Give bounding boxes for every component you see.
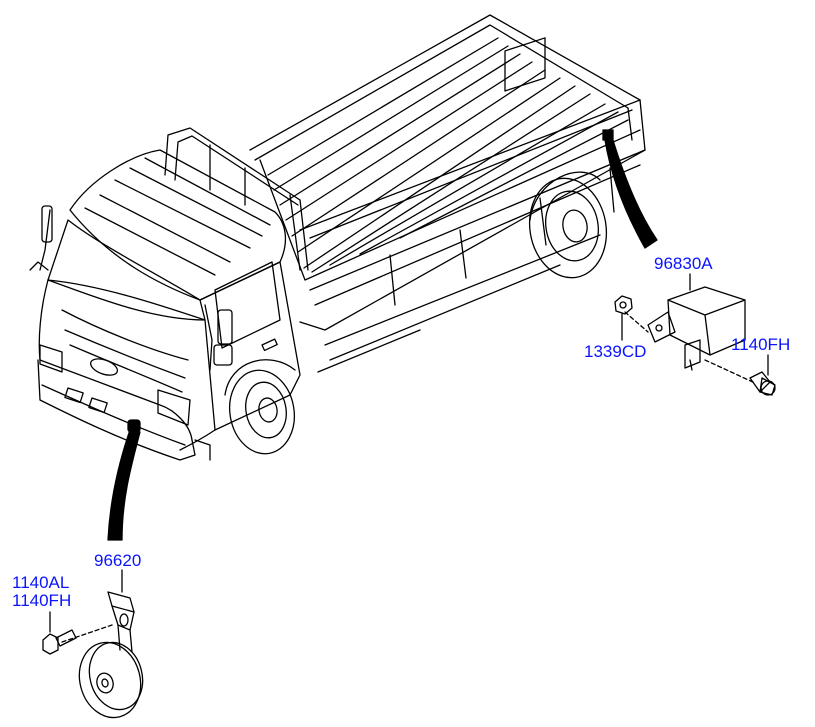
horn-part (42, 569, 144, 719)
cargo-bed (249, 14, 646, 373)
part-label-1140fh-left[interactable]: 1140FH (12, 591, 72, 610)
truck-illustration (29, 14, 646, 461)
part-label-96830a[interactable]: 96830A (654, 254, 713, 273)
callout-wedge-front (107, 429, 141, 541)
nut-1339cd (614, 295, 633, 315)
part-label-1140fh-right[interactable]: 1140FH (731, 335, 791, 354)
bolt-1140fh-right (704, 354, 776, 396)
front-mount-point (127, 419, 141, 433)
front-wheel (224, 359, 296, 455)
callout-wedges (107, 129, 658, 541)
part-label-1140al[interactable]: 1140AL (12, 573, 70, 592)
truck-cab (29, 149, 301, 461)
bolt-1140al-left (42, 611, 77, 655)
rear-wheel (528, 171, 608, 279)
callout-wedge-rear (604, 136, 658, 249)
part-label-96620[interactable]: 96620 (94, 551, 142, 570)
rear-sensor-part (614, 273, 776, 396)
headboard-rack (164, 127, 309, 271)
rear-mount-point (602, 129, 614, 141)
part-label-1339cd[interactable]: 1339CD (584, 342, 647, 361)
